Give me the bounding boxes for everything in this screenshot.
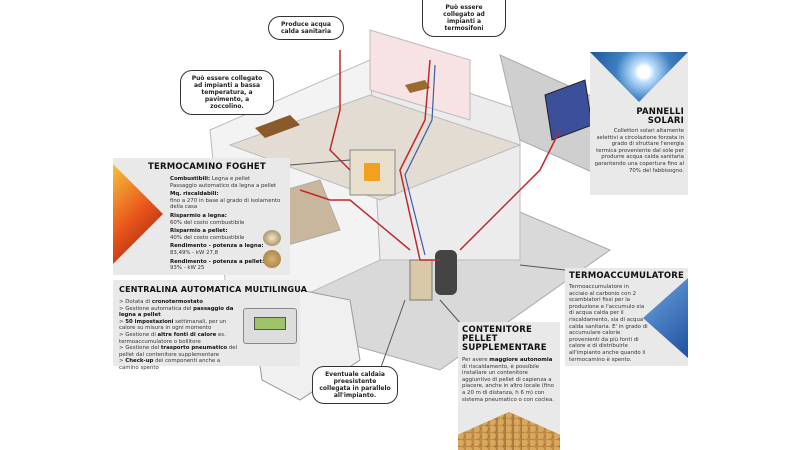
fire-image: [113, 164, 163, 264]
sky-sun-image: [590, 52, 688, 102]
floor-heating-pad: [255, 115, 300, 138]
leader-line: [519, 264, 566, 271]
feature-item: > 50 impostazioni settimanali, per un ca…: [119, 318, 227, 332]
spec-value: 60% del costo combustibile: [170, 219, 245, 226]
house-floor-upper: [228, 94, 522, 201]
pellet-image: [263, 250, 281, 268]
termocamino-panel: TERMOCAMINO FOGHET Combustibili: Legna e…: [113, 158, 290, 275]
spec-label: Risparmio a legna:: [170, 212, 227, 219]
spec-label: Risparmio a pellet:: [170, 228, 228, 235]
pellet-pile-image: [458, 412, 560, 450]
termoaccumulatore-description: Termoaccumulatore in acciaio al carbonio…: [569, 284, 648, 363]
centralina-panel: CENTRALINA AUTOMATICA MULTILINGUA > Dota…: [113, 280, 307, 371]
bubble-sanitary-water: Produce acqua calda sanitaria: [268, 16, 344, 40]
feature-item: > Gestione automatica del passaggio da l…: [119, 305, 234, 319]
centralina-features: > Dotata di cronotermostato > Gestione a…: [119, 299, 239, 372]
pipe-blue: [404, 64, 436, 256]
leader-line: [379, 299, 406, 371]
centralina-title: CENTRALINA AUTOMATICA MULTILINGUA: [119, 285, 308, 294]
spec-label: Rendimento - potenza a pellet:: [170, 258, 265, 265]
pellet-container: [409, 259, 433, 301]
contenitore-panel: CONTENITORE PELLET SUPPLEMENTARE Per ave…: [458, 322, 560, 450]
spec-value: 93% - kW 25: [170, 265, 205, 272]
contenitore-title: CONTENITORE PELLET SUPPLEMENTARE: [462, 325, 547, 353]
pipe-red: [329, 50, 351, 171]
spec-value: fino a 270 in base al grado di isolament…: [170, 197, 281, 211]
storage-tank: [435, 250, 457, 295]
termocamino-title: TERMOCAMINO FOGHET: [148, 162, 266, 172]
spec-label: Mq. riscaldabili:: [170, 191, 219, 198]
spec-label: Rendimento - potenza a legna:: [170, 243, 264, 250]
feature-item: > Gestione di altre fonti di calore es. …: [119, 331, 226, 345]
contenitore-description: Per avere maggiore autonomia di riscalda…: [462, 357, 554, 403]
spec-value: Legna e pellet: [211, 176, 251, 182]
termoaccumulatore-title: TERMOACCUMULATORE: [569, 271, 685, 281]
feature-item: > Check-up dei componenti anche a camino…: [119, 358, 221, 371]
termoaccumulatore-panel: TERMOACCUMULATORE Termoaccumulatore in a…: [565, 268, 688, 366]
bubble-radiators: Può essere collegato ad impianti a termo…: [422, 0, 506, 37]
feature-item: > Dotata di cronotermostato: [119, 299, 203, 305]
bubble-low-temperature: Può essere collegato ad impianti a bassa…: [180, 70, 274, 115]
termocamino-specs: Combustibili: Legna e pellet Passaggio a…: [170, 176, 282, 272]
water-image: [643, 278, 688, 358]
spec-value: Passaggio automatico da legna a pellet: [170, 182, 277, 189]
pipe-red: [459, 129, 561, 251]
control-unit-display: [254, 317, 286, 330]
leader-line: [289, 159, 351, 166]
leader-line: [439, 299, 463, 326]
radiator-pad: [405, 80, 430, 93]
spec-label: Combustibili:: [170, 176, 211, 182]
pipe-red: [399, 59, 440, 261]
solari-description: Collettori solari altamente selettivi a …: [594, 128, 684, 174]
wood-logs-image: [263, 230, 281, 246]
pipe-red: [299, 189, 411, 251]
feature-item: > Gestione del trasporto pneumatico del …: [119, 345, 238, 358]
control-unit-image: [243, 308, 297, 344]
bubble-existing-boiler: Eventuale caldaia preesistente collegata…: [312, 366, 398, 404]
fireplace-fire: [364, 163, 380, 181]
spec-value: 40% del costo combustibile: [170, 234, 245, 241]
house-upper-room: [369, 29, 471, 121]
spec-value: 83,49% - kW 27,8: [170, 249, 219, 256]
